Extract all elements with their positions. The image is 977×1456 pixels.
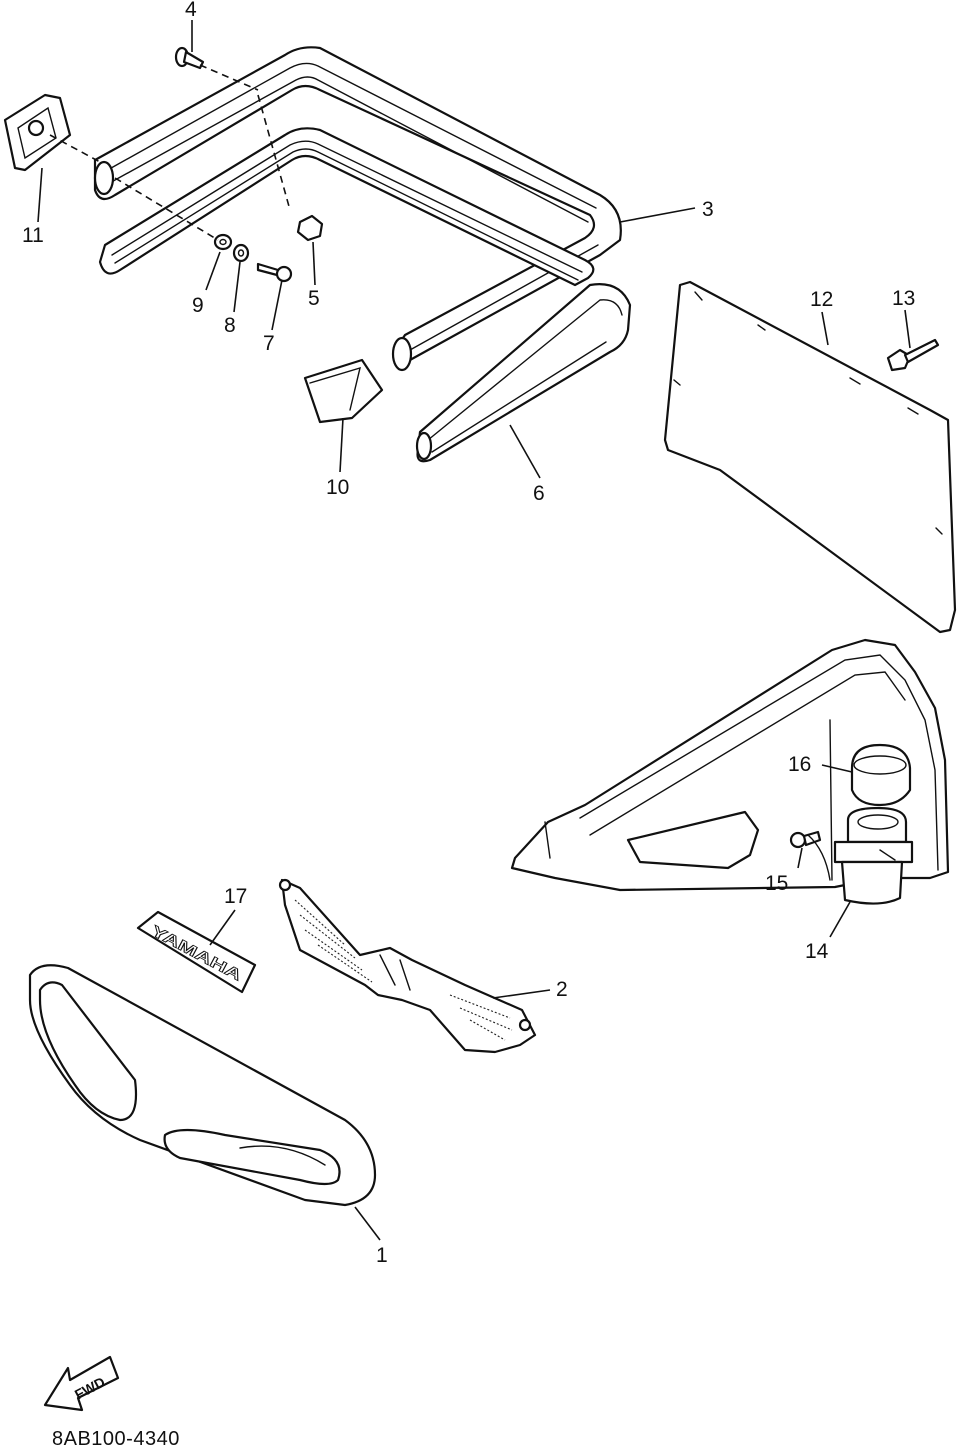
callout-7: 7	[263, 332, 275, 355]
spring-washer-part	[232, 243, 250, 263]
callout-15: 15	[765, 872, 788, 895]
callout-3: 3	[702, 198, 714, 221]
grommet-part	[850, 743, 912, 807]
lower-rail-part	[415, 283, 632, 463]
cap-part	[303, 358, 384, 424]
tail-lamp-part	[278, 878, 537, 1054]
bracket-part	[3, 93, 72, 172]
callout-1: 1	[376, 1244, 388, 1267]
callout-5: 5	[308, 287, 320, 310]
callout-14: 14	[805, 940, 829, 963]
nut-part	[296, 214, 324, 242]
drawing-number: 8AB100-4340	[52, 1428, 180, 1450]
callout-12: 12	[810, 288, 833, 311]
lamp-socket-part	[833, 806, 914, 905]
callout-16: 16	[788, 753, 811, 776]
screw-part	[256, 262, 293, 283]
assembly-lines	[49, 64, 831, 881]
callout-labels: 4 3 5 6 7 8 9 10 11 12 13 14 15 16 17 2 …	[22, 0, 915, 1267]
forward-arrow-icon: FWD	[43, 1355, 120, 1412]
emblem-part: YAMAHA	[136, 910, 257, 994]
callout-17: 17	[224, 885, 247, 908]
rear-cover-part	[510, 638, 950, 892]
callout-13: 13	[892, 287, 915, 310]
bolt-part	[174, 46, 205, 70]
panel-part	[663, 280, 957, 634]
callout-4: 4	[185, 0, 197, 21]
callout-6: 6	[533, 482, 545, 505]
callout-2: 2	[556, 978, 568, 1001]
callout-10: 10	[326, 476, 349, 499]
rivet-part	[886, 338, 940, 372]
grab-bar-part	[93, 46, 622, 372]
leader-lines	[37, 20, 911, 1241]
callout-8: 8	[224, 314, 236, 337]
inner-rail-part	[98, 127, 595, 287]
washer-part	[213, 233, 233, 251]
callout-11: 11	[22, 224, 44, 247]
callout-9: 9	[192, 294, 204, 317]
rear-garnish-part	[28, 964, 377, 1207]
